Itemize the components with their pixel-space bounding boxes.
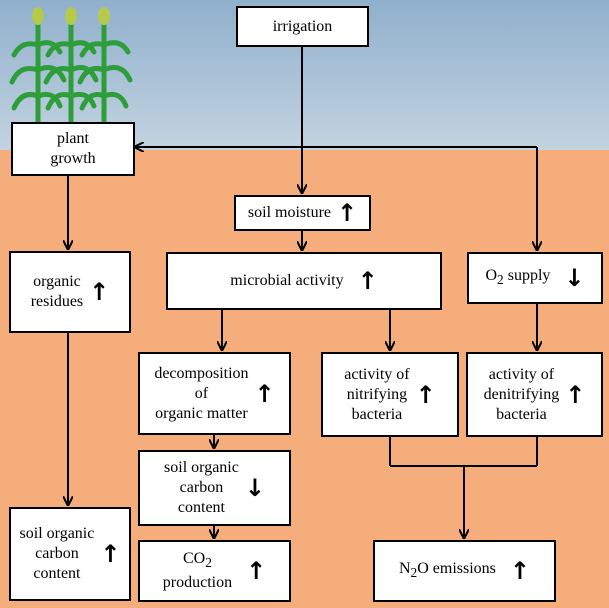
box-decomposition: decomposition of organic matter ↑ <box>138 352 291 435</box>
up-arrow-icon: ↑ <box>357 267 378 295</box>
box-n2o-emissions: N2O emissions ↑ <box>373 540 556 602</box>
up-arrow-icon: ↑ <box>509 557 530 585</box>
box-nitrifying-bacteria: activity of nitrifying bacteria ↑ <box>321 352 459 437</box>
nitrifying-label: activity of nitrifying bacteria <box>344 365 410 423</box>
box-plant-growth: plant growth <box>11 122 135 176</box>
up-arrow-icon: ↑ <box>100 540 121 568</box>
box-soil-carbon-middle: soil organic carbon content ↓ <box>138 450 291 526</box>
o2-supply-label: O2 supply <box>485 266 551 288</box>
box-irrigation: irrigation <box>236 6 369 47</box>
denitrifying-label: activity of denitrifying bacteria <box>483 365 560 423</box>
decomposition-label: decomposition of organic matter <box>154 364 249 422</box>
irrigation-label: irrigation <box>272 17 333 35</box>
soil-moisture-label: soil moisture <box>247 204 331 221</box>
plant-growth-label: plant growth <box>50 130 96 167</box>
organic-residues-label: organic residues <box>30 273 84 310</box>
down-arrow-icon: ↓ <box>244 474 265 502</box>
box-soil-carbon-left: soil organic carbon content ↑ <box>9 507 131 601</box>
box-denitrifying-bacteria: activity of denitrifying bacteria ↑ <box>466 352 603 437</box>
box-soil-moisture: soil moisture ↑ <box>234 195 371 231</box>
up-arrow-icon: ↑ <box>246 557 267 585</box>
up-arrow-icon: ↑ <box>254 379 275 408</box>
soil-carbon-left-label: soil organic carbon content <box>19 525 95 582</box>
microbial-activity-label: microbial activity <box>230 272 344 289</box>
up-arrow-icon: ↑ <box>565 380 586 409</box>
box-microbial-activity: microbial activity ↑ <box>166 252 442 310</box>
up-arrow-icon: ↑ <box>337 199 358 227</box>
down-arrow-icon: ↓ <box>564 264 585 292</box>
up-arrow-icon: ↑ <box>89 278 110 306</box>
up-arrow-icon: ↑ <box>415 380 436 409</box>
box-organic-residues: organic residues ↑ <box>9 251 131 333</box>
soil-carbon-middle-label: soil organic carbon content <box>164 459 239 516</box>
box-o2-supply: O2 supply ↓ <box>467 252 603 304</box>
n2o-emissions-label: N2O emissions <box>398 559 496 581</box>
